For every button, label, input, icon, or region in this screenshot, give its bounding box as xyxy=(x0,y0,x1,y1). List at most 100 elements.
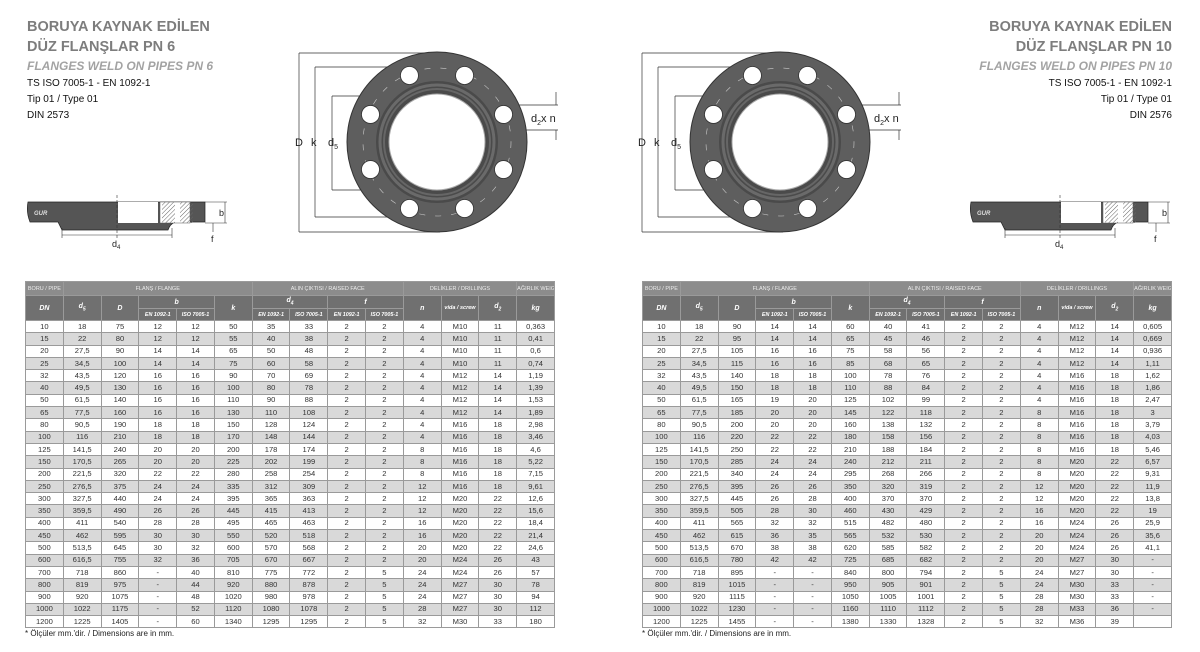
table-cell: 15 xyxy=(642,332,681,346)
table-cell: 462 xyxy=(679,529,719,543)
table-cell: - xyxy=(138,602,178,617)
table-cell: 880 xyxy=(251,578,291,592)
table-cell: 2 xyxy=(944,504,984,518)
table-cell: 116 xyxy=(62,430,102,444)
table-cell: 20 xyxy=(755,418,795,432)
sub-iso: ISO 7005-1 xyxy=(982,308,1021,321)
type: Tip 01 / Type 01 xyxy=(27,94,99,105)
table-cell: - xyxy=(138,578,178,592)
table-cell: 84 xyxy=(906,381,946,395)
table-cell: 40 xyxy=(868,319,908,334)
table-cell: 18 xyxy=(176,430,215,444)
table-cell: 300 xyxy=(642,492,681,506)
table-cell: M20 xyxy=(440,504,480,518)
table-cell: 14 xyxy=(793,319,832,334)
table-cell: 1200 xyxy=(25,615,64,629)
table-cell: 2 xyxy=(982,418,1021,432)
table-cell: 2 xyxy=(944,615,984,629)
label-d4: d4 xyxy=(1055,239,1064,250)
table-cell: 2 xyxy=(327,381,367,395)
table-cell: 2 xyxy=(982,344,1021,358)
table-cell: 620 xyxy=(830,541,870,555)
heading-block: BORUYA KAYNAK EDİLEN DÜZ FLANŞLAR PN 10 … xyxy=(979,17,1172,124)
bolt-hole xyxy=(704,160,723,179)
table-cell: 26 xyxy=(138,504,178,518)
table-cell: 20 xyxy=(25,344,64,358)
dimensions-table: BORU / PIPE FLANŞ / FLANGE ALIN ÇIKTISI … xyxy=(25,281,555,629)
table-cell: 2 xyxy=(944,369,984,383)
col-d5: d5 xyxy=(679,295,719,321)
table-cell: 258 xyxy=(251,467,291,481)
table-cell: M36 xyxy=(1057,615,1097,629)
table-cell: 319 xyxy=(906,479,946,494)
table-cell: 20 xyxy=(138,442,178,457)
bolt-hole xyxy=(361,160,380,179)
table-cell: 250 xyxy=(717,442,757,457)
sub-en: EN 1092-1 xyxy=(868,308,908,321)
table-cell: 975 xyxy=(100,578,140,592)
table-cell: 33 xyxy=(289,319,329,334)
table-cell: 2 xyxy=(365,442,404,457)
table-cell: 5 xyxy=(365,565,404,580)
table-cell: M20 xyxy=(1057,455,1097,469)
table-cell: 878 xyxy=(289,578,329,592)
table-cell: 667 xyxy=(289,553,329,567)
table-cell: 600 xyxy=(642,553,681,567)
table-cell: M30 xyxy=(1057,590,1097,604)
label-d5: d5 xyxy=(328,137,338,151)
table-cell: 3,46 xyxy=(516,430,555,444)
table-cell: 16 xyxy=(176,381,215,395)
table-cell: 482 xyxy=(868,516,908,531)
table-cell: 2 xyxy=(327,332,367,346)
table-cell: 2 xyxy=(327,590,367,604)
table-cell: 600 xyxy=(25,553,64,567)
table-cell: 4 xyxy=(1019,332,1059,346)
table-cell: 11 xyxy=(478,319,518,334)
table-cell: 1120 xyxy=(213,602,253,617)
label-k: k xyxy=(311,137,317,149)
table-cell: 12 xyxy=(1019,479,1059,494)
table-cell: 1020 xyxy=(213,590,253,604)
bolt-hole xyxy=(743,199,762,218)
table-cell: 16 xyxy=(793,344,832,358)
table-cell: 794 xyxy=(906,565,946,580)
table-cell: 20 xyxy=(793,406,832,420)
table-cell: M20 xyxy=(440,529,480,543)
table-cell: 0,605 xyxy=(1133,319,1172,334)
table-cell: 2 xyxy=(365,553,404,567)
table-cell: 295 xyxy=(830,467,870,481)
table-cell: 775 xyxy=(251,565,291,580)
table-cell: 2 xyxy=(365,369,404,383)
table-cell: 48 xyxy=(176,590,215,604)
table-cell: 150 xyxy=(213,418,253,432)
table-cell: 26 xyxy=(755,492,795,506)
table-cell: 1078 xyxy=(289,602,329,617)
table-cell: M20 xyxy=(440,516,480,531)
table-cell: - xyxy=(793,615,832,629)
col-dn: DN xyxy=(642,295,681,321)
table-cell: M24 xyxy=(440,565,480,580)
table-cell: 55 xyxy=(213,332,253,346)
table-cell: 18 xyxy=(478,418,518,432)
table-cell: 170,5 xyxy=(679,455,719,469)
table-cell: 700 xyxy=(642,565,681,580)
table-cell: 2 xyxy=(365,479,404,494)
table-cell: M16 xyxy=(440,455,480,469)
table-cell: 445 xyxy=(717,492,757,506)
table-cell: 130 xyxy=(100,381,140,395)
table-cell: 18 xyxy=(138,418,178,432)
table-cell: 901 xyxy=(906,578,946,592)
table-cell: 2 xyxy=(982,393,1021,408)
group-pipe: BORU / PIPE xyxy=(25,281,64,296)
table-cell: M10 xyxy=(440,344,480,358)
table-cell: 148 xyxy=(251,430,291,444)
table-cell: 359,5 xyxy=(679,504,719,518)
table-cell: 1,19 xyxy=(516,369,555,383)
col-b: b xyxy=(755,295,832,309)
table-cell: 20 xyxy=(402,541,442,555)
table-cell: 24,6 xyxy=(516,541,555,555)
table-cell: M16 xyxy=(440,430,480,444)
